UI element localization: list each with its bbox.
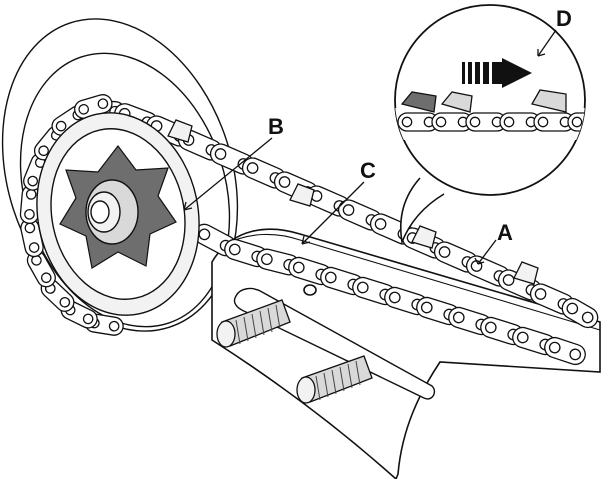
detail-chain-link	[499, 112, 541, 132]
stud-upper	[216, 299, 291, 348]
label-b: B	[268, 114, 284, 139]
sprocket-chain-link	[26, 250, 56, 288]
detail-links	[397, 112, 585, 132]
detail-bubble	[394, 4, 586, 245]
detail-chain-link	[465, 112, 507, 132]
leader-c	[301, 181, 365, 245]
leader-b	[183, 137, 273, 211]
saw-chain	[19, 94, 599, 366]
detail-chain-link	[431, 112, 473, 132]
lower-chain-link	[544, 336, 586, 366]
detail-chain-link	[397, 112, 439, 132]
mounting-studs	[216, 299, 373, 404]
label-c: C	[360, 158, 376, 183]
leader-a	[477, 239, 497, 265]
leader-lines	[183, 29, 557, 265]
chain-detail	[395, 89, 585, 140]
leader-d	[537, 29, 557, 57]
arrow-right-icon	[462, 58, 532, 88]
label-d: D	[556, 6, 572, 31]
stud-lower	[296, 355, 373, 404]
upper-chain-link	[561, 297, 599, 329]
detail-chain-link	[567, 112, 585, 132]
chain-links	[19, 94, 599, 366]
sprocket-chain-link	[74, 94, 113, 119]
label-a: A	[497, 220, 513, 245]
sprocket	[36, 112, 200, 316]
